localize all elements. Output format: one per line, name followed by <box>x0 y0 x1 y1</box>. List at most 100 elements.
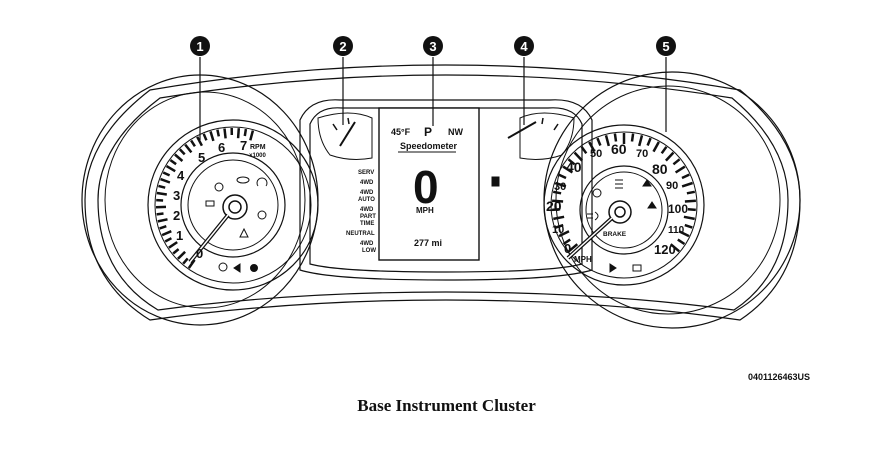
speedometer-tick <box>681 181 693 188</box>
speed-number-110: 110 <box>668 225 685 236</box>
speed-number-50: 50 <box>590 148 602 160</box>
tach-number-6: 6 <box>218 140 225 155</box>
tachometer-ticks <box>155 127 255 269</box>
ind-4wd-d: 4WD <box>360 241 374 247</box>
tachometer-tick <box>169 159 177 166</box>
reference-code: 0401126463US <box>748 372 811 382</box>
rear-fog-icon <box>615 179 623 189</box>
speed-number-120: 120 <box>654 242 676 257</box>
speedometer-tick <box>637 134 644 147</box>
callouts: 1 2 3 4 5 <box>190 36 676 140</box>
airbag-icon <box>257 210 267 220</box>
front-fog-icon <box>592 188 602 198</box>
tach-number-1: 1 <box>176 228 183 243</box>
tachometer-tick <box>190 139 196 147</box>
indicator-dot-icon <box>250 264 258 272</box>
tachometer-numbers: 0 1 2 3 4 5 6 7 RPM ×1000 <box>173 138 267 261</box>
battery-icon <box>205 200 215 207</box>
tachometer-tick <box>187 259 196 269</box>
speed-number-80: 80 <box>652 161 668 177</box>
speedometer-tick <box>562 238 571 246</box>
tachometer-tick <box>164 237 172 243</box>
ind-auto: AUTO <box>358 197 375 203</box>
callout-marker-2 <box>333 36 353 56</box>
tachometer-tick <box>160 177 171 184</box>
tachometer-tick <box>165 165 176 173</box>
tach-number-5: 5 <box>198 150 205 165</box>
speed-number-90: 90 <box>666 180 678 192</box>
speedometer-tick <box>552 190 562 195</box>
speedometer-tick <box>555 223 564 229</box>
brake-label: BRAKE <box>603 231 627 238</box>
speedometer-tick <box>596 137 602 146</box>
speedometer-tick <box>558 173 567 180</box>
speedometer-numbers: 0 10 20 30 40 50 60 70 80 90 100 110 120… <box>546 141 688 264</box>
speedometer-tick <box>558 230 570 238</box>
turn-right-arrow-icon <box>609 263 617 273</box>
tachometer-tick <box>178 148 186 156</box>
speedometer-tick <box>674 165 686 174</box>
tachometer-tick <box>209 131 215 142</box>
speedo-warning-icons <box>587 179 657 273</box>
display-heading: NW <box>448 127 463 137</box>
tach-multiplier: ×1000 <box>249 153 267 159</box>
speed-number-10: 10 <box>552 224 564 236</box>
speedometer-tick <box>630 133 635 142</box>
tachometer-tick <box>202 133 208 141</box>
speedometer-tick <box>677 238 686 246</box>
display-speed: 0 <box>413 161 439 213</box>
speedometer-tick <box>672 158 681 166</box>
speed-number-20: 20 <box>546 198 562 214</box>
speed-number-70: 70 <box>636 148 648 160</box>
speedometer-tick <box>613 133 618 142</box>
tachometer-tick <box>184 143 193 154</box>
tachometer-tick <box>161 230 172 237</box>
tachometer-tick <box>223 128 227 139</box>
cruise-icon <box>218 262 228 272</box>
speedometer-tick <box>686 190 696 195</box>
tire-pressure-icon <box>256 177 268 187</box>
figure-caption: Base Instrument Cluster <box>357 396 536 415</box>
callout-2: 2 <box>339 39 346 54</box>
speed-number-0: 0 <box>564 241 571 256</box>
tachometer-tick <box>156 212 164 216</box>
speedometer-tick <box>660 146 668 155</box>
tachometer-tick <box>236 128 241 139</box>
speedometer-tick <box>567 158 576 166</box>
tach-number-2: 2 <box>173 208 180 223</box>
speedometer-tick <box>687 208 696 212</box>
traction-control-icon <box>642 179 652 187</box>
tachometer-tick <box>182 257 189 265</box>
display-odometer: 277 mi <box>414 238 442 248</box>
tachometer-tick <box>157 218 168 223</box>
callout-1: 1 <box>196 39 203 54</box>
callout-marker-4 <box>514 36 534 56</box>
tach-number-0: 0 <box>196 246 203 261</box>
tachometer-tick <box>159 225 167 230</box>
speedometer-ticks <box>552 133 696 253</box>
speedometer-tick <box>552 208 561 212</box>
tach-number-3: 3 <box>173 188 180 203</box>
seatbelt-icon <box>239 227 249 238</box>
tachometer-tick <box>243 128 248 137</box>
tachometer <box>81 74 319 326</box>
ind-neutral: NEUTRAL <box>346 231 375 237</box>
display-title: Speedometer <box>400 141 458 151</box>
display-speed-unit: MPH <box>416 206 434 215</box>
ind-serv: SERV <box>358 170 374 176</box>
ind-4wd-c: 4WD <box>360 207 374 213</box>
speedometer-tick <box>562 165 574 174</box>
center-display: 45°F P NW Speedometer 0 MPH 277 mi <box>378 107 480 261</box>
tachometer-tick <box>156 191 167 196</box>
fuel-pump-icon <box>491 176 500 187</box>
tachometer-tick <box>168 241 178 249</box>
4wd-indicators: SERV 4WD 4WD AUTO 4WD PART TIME NEUTRAL … <box>346 170 376 254</box>
speed-number-30: 30 <box>554 181 566 193</box>
speedometer-tick <box>684 199 696 203</box>
tach-number-4: 4 <box>177 168 185 183</box>
ind-4wd-a: 4WD <box>360 180 374 186</box>
speed-number-40: 40 <box>566 159 582 175</box>
callout-4: 4 <box>520 39 528 54</box>
tachometer-tick <box>158 184 166 189</box>
